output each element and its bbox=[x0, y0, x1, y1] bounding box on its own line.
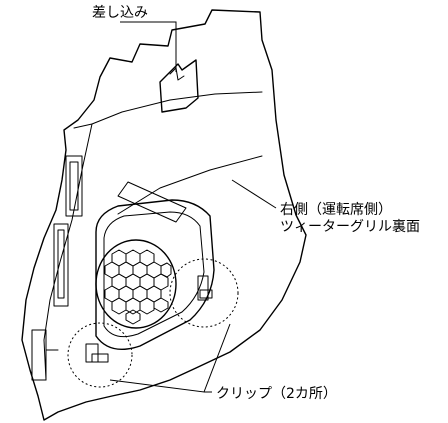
tweeter-frame bbox=[95, 199, 215, 350]
clip-right-body bbox=[197, 275, 209, 301]
panel-label-line2: ツィーターグリル裏面 bbox=[280, 218, 420, 235]
panel-diagonal-edge bbox=[117, 155, 263, 215]
clip-right-marker bbox=[169, 258, 239, 328]
insert-label: 差し込み bbox=[92, 5, 148, 21]
slot-middle bbox=[53, 223, 69, 307]
clip-left bbox=[67, 322, 133, 388]
slot-upper bbox=[65, 155, 83, 217]
slot-lower bbox=[31, 329, 47, 381]
panel-label-line1: 右側（運転席側） bbox=[280, 202, 392, 218]
clip-right-head bbox=[199, 289, 213, 299]
clip-right bbox=[169, 258, 239, 328]
slot-middle-inner bbox=[57, 229, 65, 299]
insert-tab-slot bbox=[169, 67, 185, 81]
tweeter-frame-inner bbox=[103, 211, 205, 338]
honeycomb-pattern bbox=[104, 249, 172, 325]
panel-outline bbox=[21, 9, 307, 421]
clip-left-head bbox=[91, 353, 109, 363]
insert-leader bbox=[120, 21, 177, 72]
panel-leader bbox=[231, 179, 277, 209]
slot-upper-inner bbox=[69, 161, 79, 211]
insert-tab bbox=[159, 59, 199, 113]
clip-leader bbox=[109, 323, 231, 393]
panel-inner-edge bbox=[73, 91, 263, 129]
grille-ellipse bbox=[95, 239, 177, 329]
clip-left-marker bbox=[67, 322, 133, 388]
clip-label: クリップ（2カ所） bbox=[216, 386, 337, 402]
